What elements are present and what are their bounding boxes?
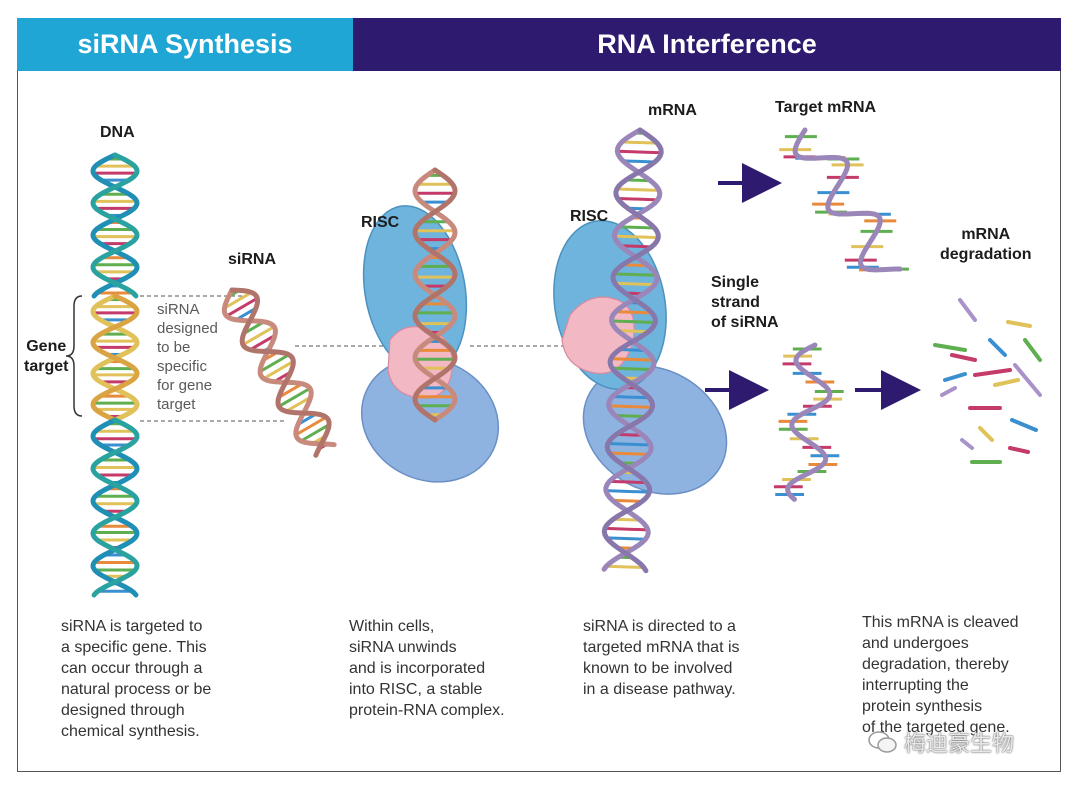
watermark-text: 梅迪豪生物: [904, 731, 1015, 756]
risc-helix-1: [412, 167, 458, 423]
caption-line: siRNA unwinds: [349, 639, 457, 656]
caption-line: in a disease pathway.: [583, 681, 736, 698]
caption-line: protein-RNA complex.: [349, 702, 505, 719]
caption-risc-incorporation: Within cells, siRNA unwinds and is incor…: [349, 616, 505, 721]
mrna-label: mRNA: [648, 102, 697, 119]
mrna-degradation-label: mRNA degradation: [940, 225, 1032, 265]
caption-line: Within cells,: [349, 618, 435, 635]
gene-target-bracket: [65, 295, 83, 417]
single-strand-label: Single strand of siRNA: [711, 273, 779, 333]
caption-line: This mRNA is cleaved: [862, 614, 1019, 631]
note-line: to be: [157, 339, 191, 356]
note-line: specific: [157, 358, 208, 375]
header-sirna-synthesis: siRNA Synthesis: [17, 18, 353, 71]
dna-label: DNA: [100, 124, 135, 141]
caption-line: a specific gene. This: [61, 639, 207, 656]
dna-helix: [90, 152, 140, 598]
note-line: siRNA: [157, 301, 200, 318]
sirna-label: siRNA: [228, 251, 277, 268]
single-strand-line: of siRNA: [711, 314, 779, 331]
caption-sirna-targeting: siRNA is targeted to a specific gene. Th…: [61, 616, 211, 742]
risc-label-1: RISC: [361, 214, 400, 231]
mrna-fragments: [933, 298, 1042, 464]
caption-line: siRNA is directed to a: [583, 618, 736, 635]
target-mrna-label: Target mRNA: [775, 99, 877, 116]
single-strand-helix: [773, 342, 844, 502]
sirna-helix: [221, 287, 337, 458]
watermark: 梅迪豪生物: [868, 726, 1014, 758]
single-strand-line: strand: [711, 294, 760, 311]
caption-line: siRNA is targeted to: [61, 618, 203, 635]
caption-line: into RISC, a stable: [349, 681, 483, 698]
caption-line: of the targeted gene.: [862, 719, 1010, 736]
risc-complex-2: [553, 219, 728, 495]
risc-label-2: RISC: [570, 208, 609, 225]
caption-line: and undergoes: [862, 635, 969, 652]
gene-target-line: target: [24, 358, 69, 375]
target-mrna-helix: [779, 127, 909, 273]
caption-line: protein synthesis: [862, 698, 983, 715]
caption-line: natural process or be: [61, 681, 212, 698]
caption-line: and is incorporated: [349, 660, 486, 677]
caption-line: chemical synthesis.: [61, 723, 200, 740]
note-line: designed: [157, 320, 218, 337]
single-strand-line: Single: [711, 274, 760, 291]
caption-line: can occur through a: [61, 660, 203, 677]
caption-line: targeted mRNA that is: [583, 639, 740, 656]
note-line: for gene: [157, 377, 213, 394]
sirna-design-note: siRNA designed to be specific for gene t…: [157, 300, 218, 414]
gene-target-line: Gene: [26, 338, 67, 355]
degradation-line: mRNA: [961, 226, 1011, 243]
caption-line: known to be involved: [583, 660, 733, 677]
mrna-helix: [601, 127, 664, 574]
gene-target-label: Gene target: [24, 337, 68, 377]
caption-line: designed through: [61, 702, 185, 719]
caption-mrna-targeting: siRNA is directed to a targeted mRNA tha…: [583, 616, 740, 700]
note-line: target: [157, 396, 196, 413]
header-rna-interference: RNA Interference: [353, 18, 1061, 71]
caption-mrna-degradation: This mRNA is cleaved and undergoes degra…: [862, 612, 1019, 738]
degradation-line: degradation: [940, 246, 1032, 263]
caption-line: interrupting the: [862, 677, 969, 694]
caption-line: degradation, thereby: [862, 656, 1009, 673]
wechat-icon: [868, 731, 897, 753]
